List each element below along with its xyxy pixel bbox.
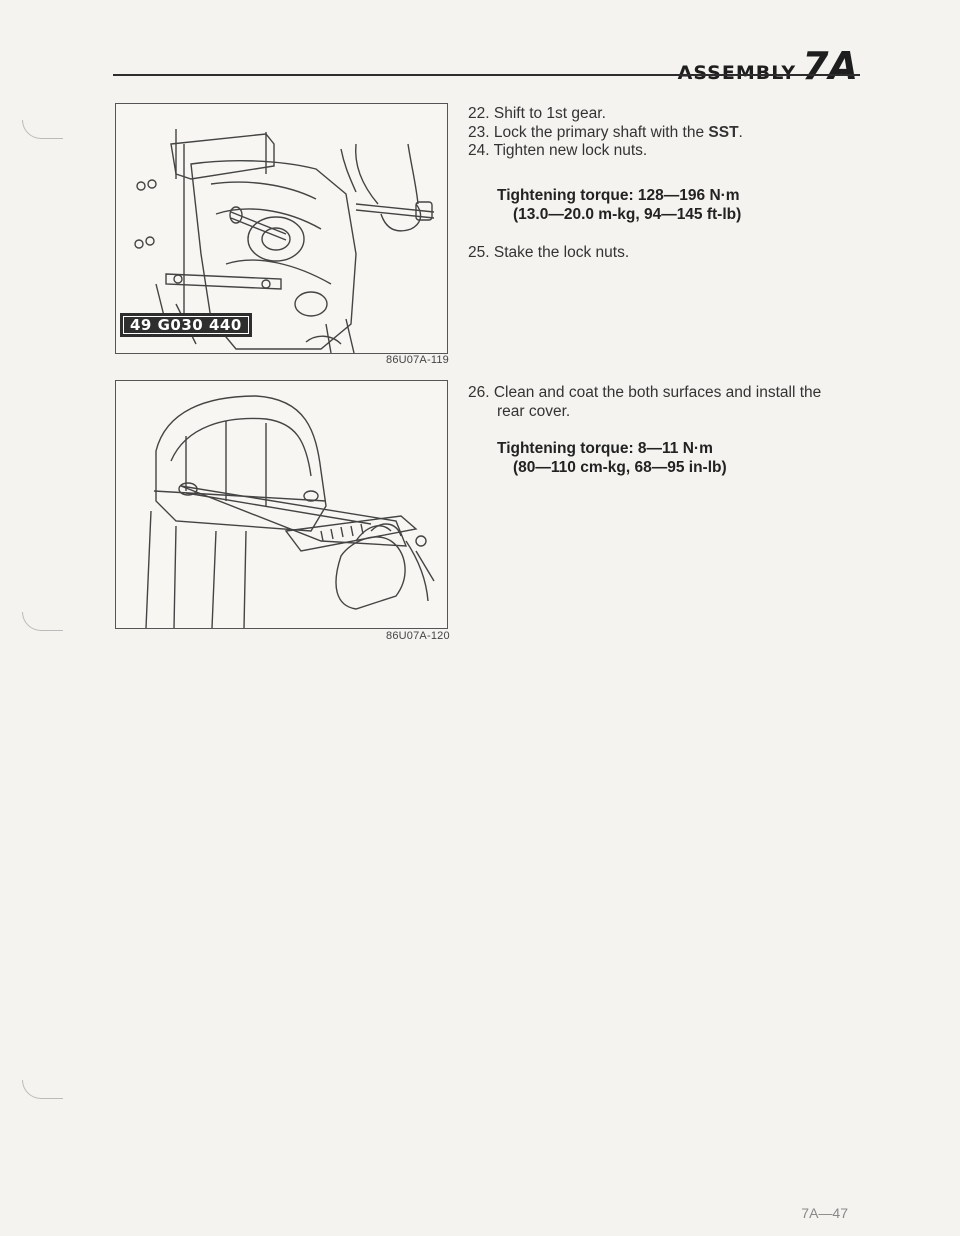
step-23: 23. Lock the primary shaft with the SST. — [468, 123, 743, 141]
tightening-torque-rear-cover: Tightening torque: 8—11 N·m (80—110 cm-k… — [497, 439, 727, 477]
figure-1-reference: 86U07A-119 — [386, 354, 449, 366]
binding-mark — [22, 120, 63, 139]
step-22: 22. Shift to 1st gear. — [468, 105, 606, 122]
sst-part-number-label: 49 G030 440 — [120, 313, 252, 337]
figure-rear-cover-torque — [115, 380, 448, 629]
step-26-line-1: 26. Clean and coat the both surfaces and… — [468, 384, 822, 401]
page-number: 7A—47 — [801, 1205, 848, 1221]
transaxle-sst-illustration — [134, 129, 435, 353]
figure-sst-lock-primary-shaft: 49 G030 440 — [115, 103, 448, 354]
torque-1-primary: Tightening torque: 128—196 N·m — [497, 187, 740, 204]
header-rule — [113, 74, 860, 76]
header-section-title: ASSEMBLY — [677, 62, 797, 84]
steps-22-24: 22. Shift to 1st gear. 23. Lock the prim… — [468, 105, 888, 161]
binding-mark — [22, 612, 63, 631]
torque-1-conversions: (13.0—20.0 m-kg, 94—145 ft-lb) — [513, 206, 742, 223]
step-26: 26. Clean and coat the both surfaces and… — [468, 384, 888, 421]
header-section-number: 7A — [802, 44, 858, 88]
binding-mark — [22, 1080, 63, 1099]
step-24: 24. Tighten new lock nuts. — [468, 142, 648, 159]
torque-2-conversions: (80—110 cm-kg, 68—95 in-lb) — [513, 459, 727, 476]
figure-2-reference: 86U07A-120 — [386, 630, 450, 642]
rear-cover-torque-wrench-illustration — [145, 395, 435, 628]
step-26-line-2: rear cover. — [497, 402, 571, 420]
step-25: 25. Stake the lock nuts. — [468, 244, 630, 261]
tightening-torque-lock-nuts: Tightening torque: 128—196 N·m (13.0—20.… — [497, 186, 741, 224]
torque-2-primary: Tightening torque: 8—11 N·m — [497, 440, 713, 457]
page-header: ASSEMBLY 7A — [678, 44, 858, 88]
